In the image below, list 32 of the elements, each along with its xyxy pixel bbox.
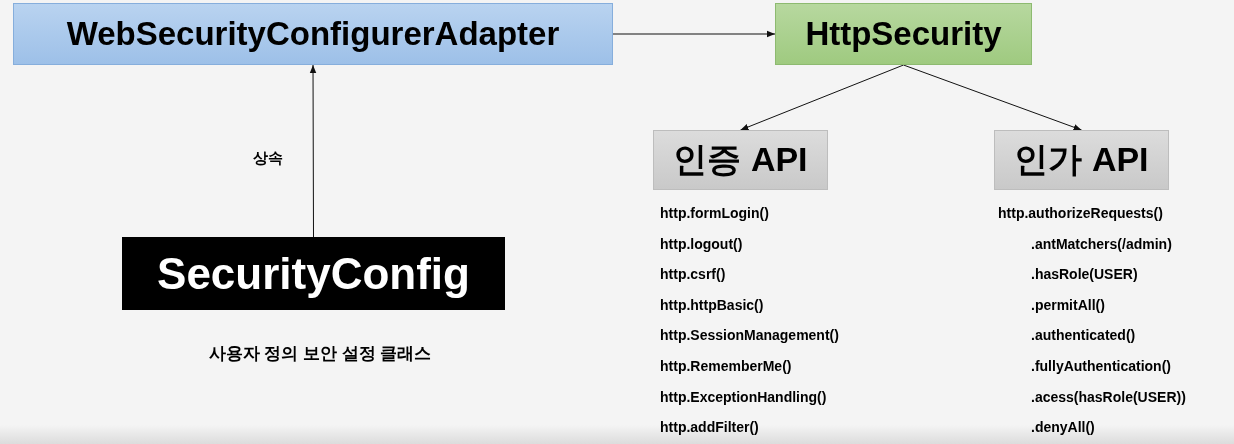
node-title: WebSecurityConfigurerAdapter	[66, 15, 560, 53]
method-call: .permitAll()	[1031, 296, 1105, 313]
class-box	[653, 130, 828, 190]
class-box	[994, 130, 1169, 190]
method-call: http.httpBasic()	[660, 296, 764, 313]
arrow	[309, 64, 317, 238]
class-box	[13, 3, 613, 65]
class-box	[775, 3, 1032, 65]
node-title: HttpSecurity	[805, 15, 1002, 53]
method-call: http.SessionManagement()	[660, 327, 839, 344]
method-call: .authenticated()	[1031, 327, 1136, 344]
edge-label: 상속	[250, 148, 286, 169]
method-call: http.ExceptionHandling()	[660, 388, 827, 405]
method-call: http.logout()	[660, 235, 743, 252]
method-call: http.RememberMe()	[660, 358, 792, 374]
method-call: .fullyAuthentication()	[1031, 358, 1171, 374]
method-call: http.authorizeRequests()	[998, 205, 1163, 221]
method-call: http.csrf()	[660, 266, 726, 283]
node-title: 인가 API	[1014, 139, 1149, 180]
arrow	[740, 64, 904, 131]
method-call: .hasRole(USER)	[1031, 266, 1138, 283]
method-call: http.addFilter()	[660, 419, 759, 436]
node-title: 인증 API	[673, 139, 808, 180]
arrow	[903, 64, 1082, 131]
arrow	[612, 30, 776, 38]
method-call: .antMatchers(/admin)	[1031, 235, 1172, 252]
method-call: .acess(hasRole(USER))	[1031, 388, 1186, 405]
node-title: SecurityConfig	[157, 248, 470, 299]
method-call: http.formLogin()	[660, 205, 769, 221]
method-call: .denyAll()	[1031, 419, 1095, 436]
node-caption: 사용자 정의 보안 설정 클래스	[208, 343, 432, 365]
class-box	[122, 237, 505, 310]
